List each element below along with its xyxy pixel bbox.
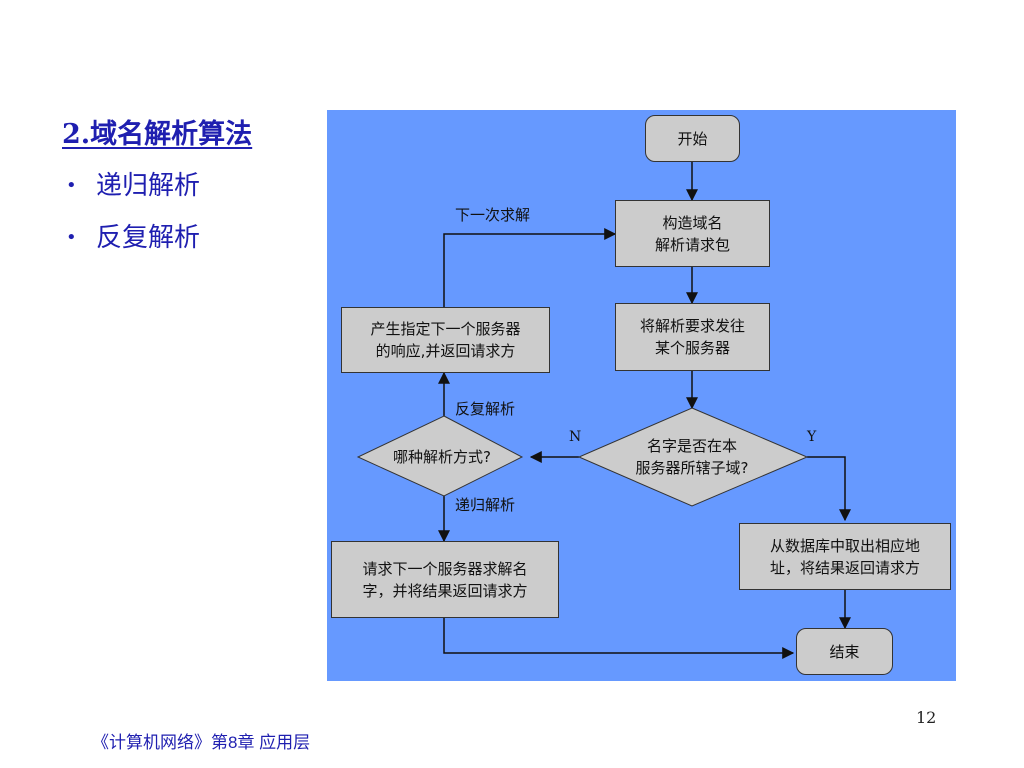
section-heading: 2.域名解析算法 xyxy=(62,119,253,150)
bullet-item: • 反复解析 xyxy=(66,218,200,270)
send-request-node: 将解析要求发往 某个服务器 xyxy=(615,303,770,371)
edge-decision-yes xyxy=(807,456,851,522)
bullet-list: • 递归解析 • 反复解析 xyxy=(66,166,200,270)
edge-label-recursive: 递归解析 xyxy=(455,496,516,514)
end-node: 结束 xyxy=(796,628,893,675)
bullet-item: • 递归解析 xyxy=(66,166,200,218)
bullet-text: 反复解析 xyxy=(96,223,201,253)
slide-footer: 《计算机网络》第8章 应用层 xyxy=(92,733,311,752)
db-lookup-node: 从数据库中取出相应地 址，将结果返回请求方 xyxy=(739,523,951,590)
edge-label-iterative: 反复解析 xyxy=(455,400,516,418)
bullet-dot-icon: • xyxy=(66,227,77,248)
edge-recursive-to-end xyxy=(443,618,795,659)
edge-next-request xyxy=(443,228,617,307)
edge-label-next-request: 下一次求解 xyxy=(455,206,531,224)
start-node: 开始 xyxy=(645,115,740,162)
flowchart-connectors xyxy=(356,162,851,659)
build-request-node: 构造域名 解析请求包 xyxy=(615,200,770,267)
flowchart-panel: 开始 构造域名 解析请求包 将解析要求发往 某个服务器 名字是否在本 服务器所辖… xyxy=(327,110,956,681)
decision-domain-shape xyxy=(577,407,809,507)
bullet-dot-icon: • xyxy=(66,175,77,196)
edge-label-yes: Y xyxy=(807,429,817,445)
page-number: 12 xyxy=(916,708,937,727)
edge-label-no: N xyxy=(569,429,582,445)
recursive-action-node: 请求下一个服务器求解名 字，并将结果返回请求方 xyxy=(331,541,559,618)
iterative-action-node: 产生指定下一个服务器 的响应,并返回请求方 xyxy=(341,307,550,373)
bullet-text: 递归解析 xyxy=(96,171,201,201)
decision-method-shape xyxy=(356,415,524,497)
